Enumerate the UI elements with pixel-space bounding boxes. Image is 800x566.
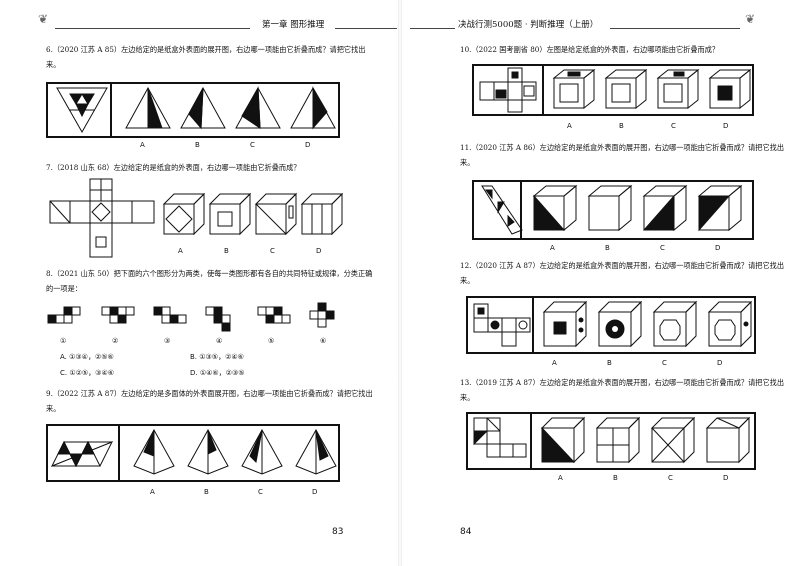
option-label: B [204, 488, 209, 496]
question-9-text: 9.（2022 江苏 A 87）左边给定的是多面体的外表面展开图，右边哪一项能由… [46, 389, 373, 413]
question-13-text: 13.（2019 江苏 A 87）左边给定的是纸盒外表面的展开图，右边哪一项能由… [460, 378, 785, 402]
options-figures [125, 86, 336, 130]
option-label: D [316, 247, 322, 255]
question-6-text: 6.（2020 江苏 A 85）左边给定的是纸盒外表面的展开图，右边哪一项能由它… [46, 45, 366, 69]
header-rule [335, 28, 397, 29]
options-figures [542, 300, 753, 348]
choice-a: A. ①③④，②⑤⑥ [60, 353, 114, 361]
net-figure [50, 440, 114, 468]
option-label: C [258, 488, 263, 496]
option-label: C [660, 244, 665, 252]
option-label: C [250, 141, 255, 149]
header-rule [610, 28, 740, 29]
net-figure [473, 303, 531, 347]
book-header: 决战行测5000题 · 判断推理（上册） [458, 20, 599, 30]
divider [118, 426, 120, 480]
question-8-text: 8.（2021 山东 50）把下面的六个图形分为两类，使每一类图形都有各自的共同… [46, 269, 373, 293]
option-label: A [150, 488, 155, 496]
option-label: B [607, 359, 612, 367]
question-10-text: 10.（2022 国考副省 80）左图是给定纸盒的外表面，右边哪项能由它折叠而成… [460, 45, 720, 54]
option-label: B [605, 244, 610, 252]
option-label: B [619, 122, 624, 130]
ornament-icon: ❦ [745, 12, 756, 26]
question-10-figure [472, 64, 754, 116]
question-12-text: 12.（2020 江苏 A 87）左边给定的是纸盒外表面的展开图，右边哪一项能由… [460, 261, 785, 285]
option-label: D [723, 474, 729, 482]
question-12-figure [466, 296, 756, 354]
question-7-options [162, 192, 344, 236]
option-label: A [140, 141, 145, 149]
divider [530, 414, 532, 468]
divider [532, 298, 534, 352]
page-gutter [398, 0, 402, 566]
divider [110, 84, 112, 136]
net-figure [479, 67, 537, 113]
question-6-figure [46, 82, 340, 138]
option-label: A [550, 244, 555, 252]
figure-label: ② [112, 337, 119, 345]
option-label: D [305, 141, 311, 149]
question-13-figure [466, 412, 756, 470]
choice-b: B. ①③⑤，②④⑥ [190, 353, 244, 361]
option-label: D [312, 488, 318, 496]
option-label: A [558, 474, 563, 482]
option-label: A [178, 247, 183, 255]
choice-d: D. ①④⑥，②③⑤ [190, 369, 245, 377]
net-figure [56, 87, 108, 134]
header-rule [410, 28, 455, 29]
option-label: B [195, 141, 200, 149]
net-figure [473, 417, 527, 458]
net-figure [481, 185, 523, 235]
question-7-net [49, 178, 155, 258]
options-figures [532, 184, 743, 232]
option-label: C [270, 247, 275, 255]
page-number: 83 [332, 527, 344, 537]
option-label: D [717, 359, 723, 367]
chapter-header: 第一章 图形推理 [262, 20, 325, 30]
ornament-icon: ❦ [38, 12, 49, 26]
question-11-figure [472, 180, 754, 240]
option-label: B [613, 474, 618, 482]
choice-c: C. ①②⑤，③④⑥ [60, 369, 114, 377]
option-label: A [552, 359, 557, 367]
question-11-text: 11.（2020 江苏 A 86）左边给定的是纸盒外表面的展开图，右边哪一项能由… [460, 143, 785, 167]
divider [520, 182, 522, 238]
divider [542, 66, 544, 114]
figure-label: ③ [164, 337, 171, 345]
option-label: A [567, 122, 572, 130]
option-label: C [668, 474, 673, 482]
left-page: ❦ 第一章 图形推理 6.（2020 江苏 A 85）左边给定的是纸盒外表面的展… [38, 12, 397, 537]
option-label: C [671, 122, 676, 130]
header-rule [55, 28, 250, 29]
option-label: B [224, 247, 229, 255]
options-figures [552, 68, 752, 110]
question-8-figures [47, 302, 335, 332]
figure-label: ④ [216, 337, 223, 345]
option-label: D [715, 244, 721, 252]
figure-label: ⑤ [268, 337, 275, 345]
page-number: 84 [460, 527, 472, 537]
question-9-figure [46, 424, 340, 482]
right-page: 决战行测5000题 · 判断推理（上册） ❦ 10.（2022 国考副省 80）… [400, 0, 800, 566]
figure-label: ⑥ [320, 337, 327, 345]
question-7-text: 7.（2018 山东 68）左边给定的是纸盒的外表面，右边哪一项能由它折叠而成？ [46, 163, 301, 172]
option-label: D [723, 122, 729, 130]
options-figures [540, 416, 751, 464]
figure-label: ① [60, 337, 67, 345]
option-label: C [662, 359, 667, 367]
options-figures [133, 428, 337, 475]
